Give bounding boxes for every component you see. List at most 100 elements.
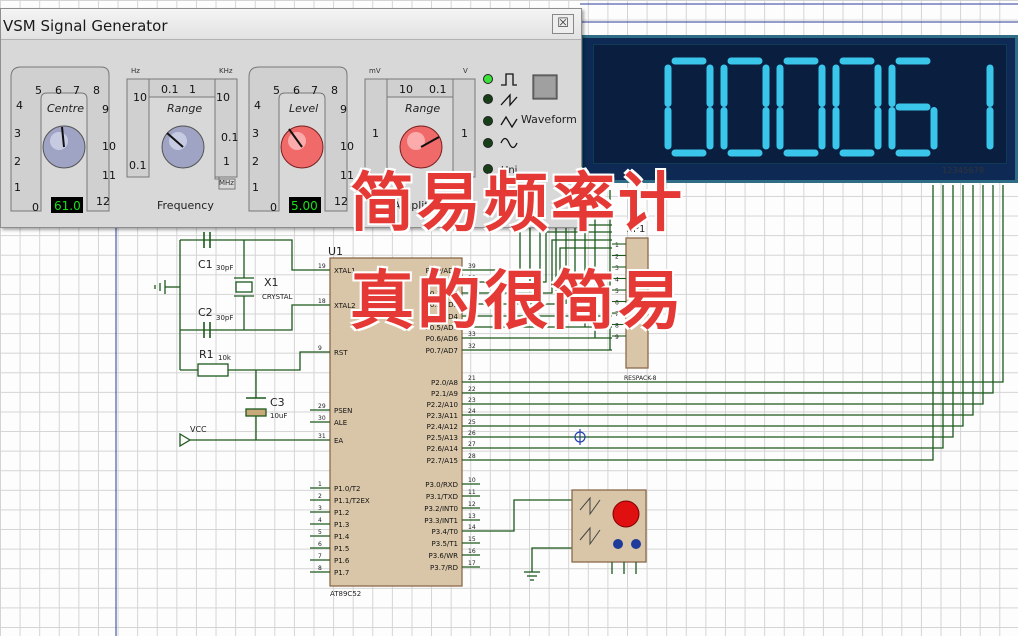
capacitor-c1[interactable]: C1 30pF (198, 232, 233, 272)
window-title: VSM Signal Generator (3, 17, 168, 35)
rp1-pin-number: 6 (615, 300, 619, 307)
crystal-x1[interactable]: X1 CRYSTAL (234, 276, 293, 301)
mcu-pin-name: P1.4 (334, 533, 350, 541)
rp1-pin-number: 8 (615, 323, 619, 330)
rp1-ref: RP1 (626, 224, 645, 235)
signal-generator-titlebar[interactable]: VSM Signal Generator ☒ (1, 9, 581, 40)
c2-value: 30pF (216, 314, 233, 322)
mcu-pin-number: 3 (318, 505, 322, 512)
svg-text:4: 4 (16, 99, 23, 112)
svg-text:9: 9 (102, 103, 109, 116)
mcu-pin-name: P3.5/T1 (432, 540, 458, 548)
close-icon: ☒ (557, 16, 569, 31)
wires (165, 185, 1004, 572)
mcu-pin-name: P0.6/AD6 (426, 335, 459, 343)
sawtooth-wave-icon (500, 93, 518, 107)
mcu-pin-name: P0.5/AD5 (426, 324, 458, 332)
mcu-pin-name: XTAL1 (334, 267, 356, 275)
capacitor-c2[interactable]: C2 30pF (198, 306, 233, 338)
mcu-pin-number: 36 (468, 297, 476, 304)
signal-generator-component[interactable] (571, 489, 647, 574)
svg-text:2: 2 (14, 155, 21, 168)
r1-ref: R1 (199, 348, 214, 361)
mcu-pin-name: P2.4/A12 (427, 423, 458, 431)
waveform-button[interactable]: Waveform (521, 74, 577, 126)
mcu-pin-name: P0.1/AD1 (426, 279, 458, 287)
svg-text:KHz: KHz (219, 67, 233, 75)
mcu-pin-name: ALE (334, 419, 347, 427)
vcc-arrow (179, 432, 192, 448)
ground-symbol (524, 571, 540, 581)
waveform-selector[interactable]: Uni (483, 73, 518, 176)
close-button[interactable]: ☒ (552, 14, 574, 34)
capacitor-c3[interactable]: C3 10uF (245, 396, 287, 420)
mcu-pin-number: 14 (468, 524, 476, 531)
ground-symbol (154, 280, 166, 294)
mcu-pin-number: 30 (318, 415, 326, 422)
rp1-part: RESPACK-8 (624, 375, 657, 382)
svg-text:0.1: 0.1 (161, 83, 179, 96)
centre-value-box: 61.0 (51, 197, 83, 213)
display-panel (593, 44, 1007, 164)
mcu-pin-number: 4 (318, 517, 322, 524)
level-value-box: 5.00 (289, 197, 321, 213)
svg-text:4: 4 (254, 99, 261, 112)
rp1-pin-number: 1 (615, 242, 619, 249)
mcu-pin-name: P3.7/RD (430, 564, 458, 572)
caption-line-2: 真的很简易 (350, 265, 685, 339)
mcu-pin-name: P2.2/A10 (427, 401, 458, 409)
level-knob[interactable] (280, 125, 324, 169)
waveform-led-sine[interactable] (483, 138, 493, 148)
svg-text:0.1: 0.1 (129, 159, 147, 172)
svg-text:mV: mV (369, 67, 381, 75)
svg-text:9: 9 (340, 103, 347, 116)
amplitude-range-knob[interactable] (399, 125, 443, 169)
waveform-led-sawtooth[interactable] (483, 94, 493, 104)
unipolar-led[interactable] (483, 164, 493, 174)
x1-ref: X1 (264, 276, 279, 289)
square-wave-icon (501, 73, 517, 86)
mcu-pin-number: 9 (318, 345, 322, 352)
mcu-pin-name: P2.6/A14 (427, 445, 459, 453)
svg-text:10: 10 (216, 91, 230, 104)
amplitude-range-label: Range (405, 102, 440, 115)
svg-text:5678: 5678 (273, 84, 338, 97)
unipolar-label: Uni (501, 165, 517, 176)
svg-text:11: 11 (102, 169, 116, 182)
mcu-pin-name: P1.7 (334, 569, 349, 577)
svg-text:1: 1 (372, 127, 379, 140)
waveform-led-square[interactable] (483, 74, 493, 84)
mcu-pin-number: 13 (468, 513, 476, 520)
mcu-pin-name: P2.3/A11 (427, 412, 458, 420)
mcu-pin-name: XTAL2 (334, 302, 356, 310)
mcu-pin-number: 17 (468, 560, 476, 567)
waveform-led-triangle[interactable] (483, 116, 493, 126)
frequency-range-housing: Hz KHz 0.1 1 10 10 0.1 0.1 1 MHz Range F… (126, 67, 239, 212)
mcu-pin-number: 29 (318, 403, 326, 410)
c3-value: 10uF (270, 412, 287, 420)
centre-value: 61.0 (54, 199, 81, 213)
mcu-pin-name: P3.0/RXD (425, 481, 458, 489)
frequency-range-knob[interactable] (161, 125, 205, 169)
mcu-pin-name: P2.0/A8 (431, 379, 458, 387)
voltage-probe-marker[interactable] (574, 429, 586, 445)
rp1-pin-number: 2 (615, 254, 619, 261)
mcu-pin-number: 6 (318, 541, 322, 548)
mcu-u1[interactable]: U1 AT89C52 19XTAL118XTAL29RST29PSEN30ALE… (310, 245, 480, 598)
x1-value: CRYSTAL (262, 293, 293, 301)
mcu-pin-name: P3.2/INT0 (424, 505, 458, 513)
display-digit (720, 57, 770, 157)
mcu-pin-name: P3.1/TXD (426, 493, 458, 501)
seven-segment-display[interactable] (580, 35, 1018, 183)
centre-knob[interactable] (42, 125, 86, 169)
display-digit (664, 57, 714, 157)
mcu-pin-name: PSEN (334, 407, 352, 415)
mcu-pin-name: P1.3 (334, 521, 349, 529)
resistor-r1[interactable]: R1 10k (197, 348, 232, 377)
display-digit (832, 57, 882, 157)
amplitude-label: Amplitude (393, 199, 450, 212)
